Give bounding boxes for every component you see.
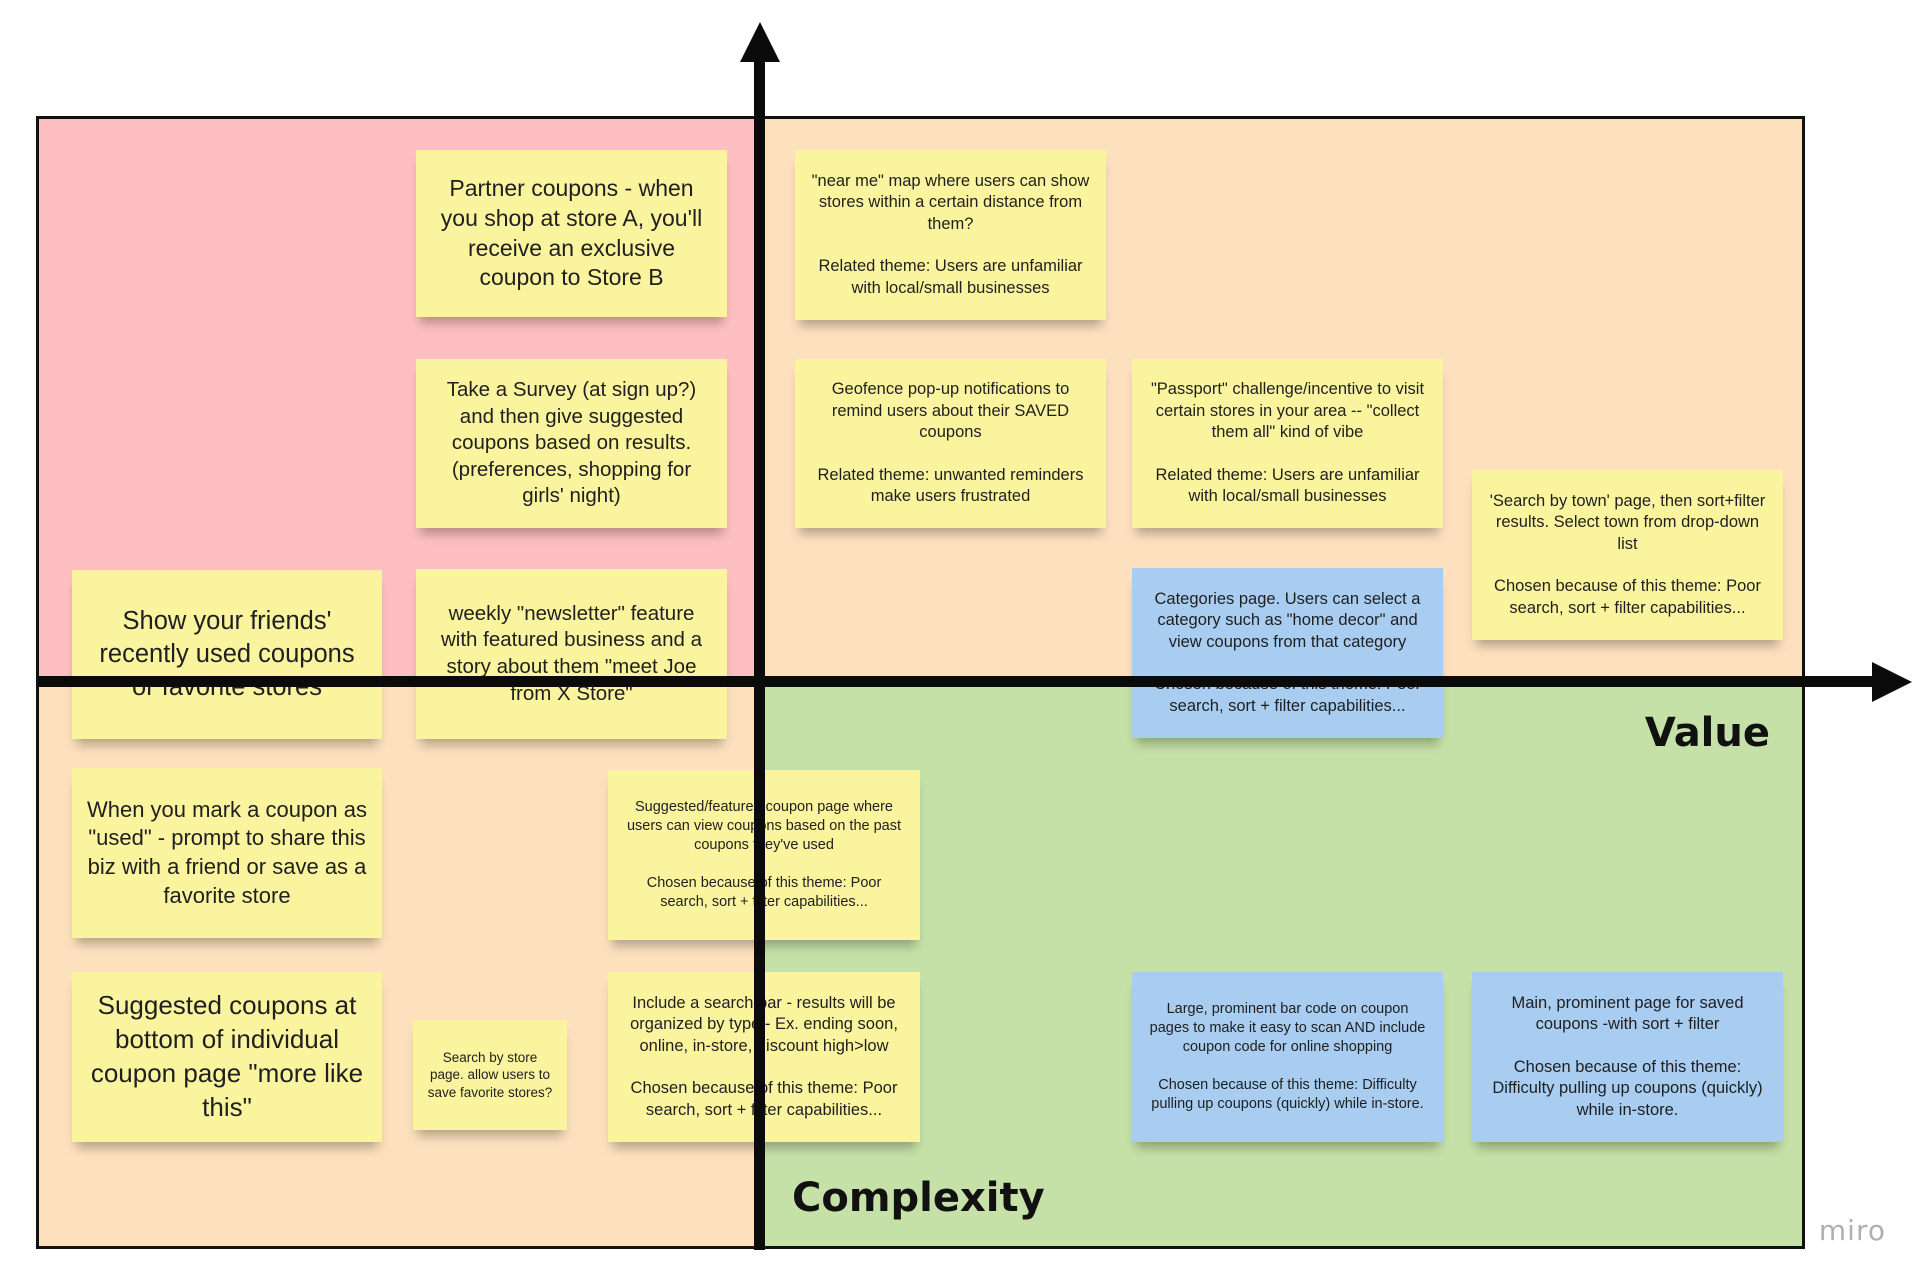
sticky-note-near-me-map[interactable]: "near me" map where users can show store… (795, 150, 1106, 320)
sticky-note-geofence[interactable]: Geofence pop-up notifications to remind … (795, 359, 1106, 528)
sticky-note-mark-used[interactable]: When you mark a coupon as "used" - promp… (72, 768, 382, 938)
sticky-note-take-survey[interactable]: Take a Survey (at sign up?) and then giv… (416, 359, 727, 528)
sticky-note-saved-coupons-page[interactable]: Main, prominent page for saved coupons -… (1472, 972, 1783, 1142)
sticky-note-categories-page[interactable]: Categories page. Users can select a cate… (1132, 568, 1443, 738)
sticky-note-show-friends[interactable]: Show your friends' recently used coupons… (72, 570, 382, 739)
value-axis-label: Value (1644, 710, 1770, 756)
miro-watermark: miro (1818, 1214, 1886, 1247)
sticky-note-search-by-store[interactable]: Search by store page. allow users to sav… (413, 1020, 567, 1130)
sticky-note-weekly-newsletter[interactable]: weekly "newsletter" feature with feature… (416, 569, 727, 739)
right-arrow-icon (1872, 662, 1912, 702)
sticky-note-partner-coupons[interactable]: Partner coupons - when you shop at store… (416, 150, 727, 317)
up-arrow-icon (740, 22, 780, 62)
complexity-axis-label: Complexity (792, 1175, 1045, 1221)
quadrant-bottom-left (38, 682, 760, 1248)
sticky-note-search-by-town[interactable]: 'Search by town' page, then sort+filter … (1472, 470, 1783, 640)
sticky-note-passport[interactable]: "Passport" challenge/incentive to visit … (1132, 359, 1443, 528)
vertical-axis (754, 52, 765, 1250)
quadrant-bottom-right (760, 682, 1805, 1248)
sticky-note-suggested-bottom[interactable]: Suggested coupons at bottom of individua… (72, 972, 382, 1142)
horizontal-axis (38, 676, 1878, 687)
sticky-note-bar-code[interactable]: Large, prominent bar code on coupon page… (1132, 972, 1443, 1142)
